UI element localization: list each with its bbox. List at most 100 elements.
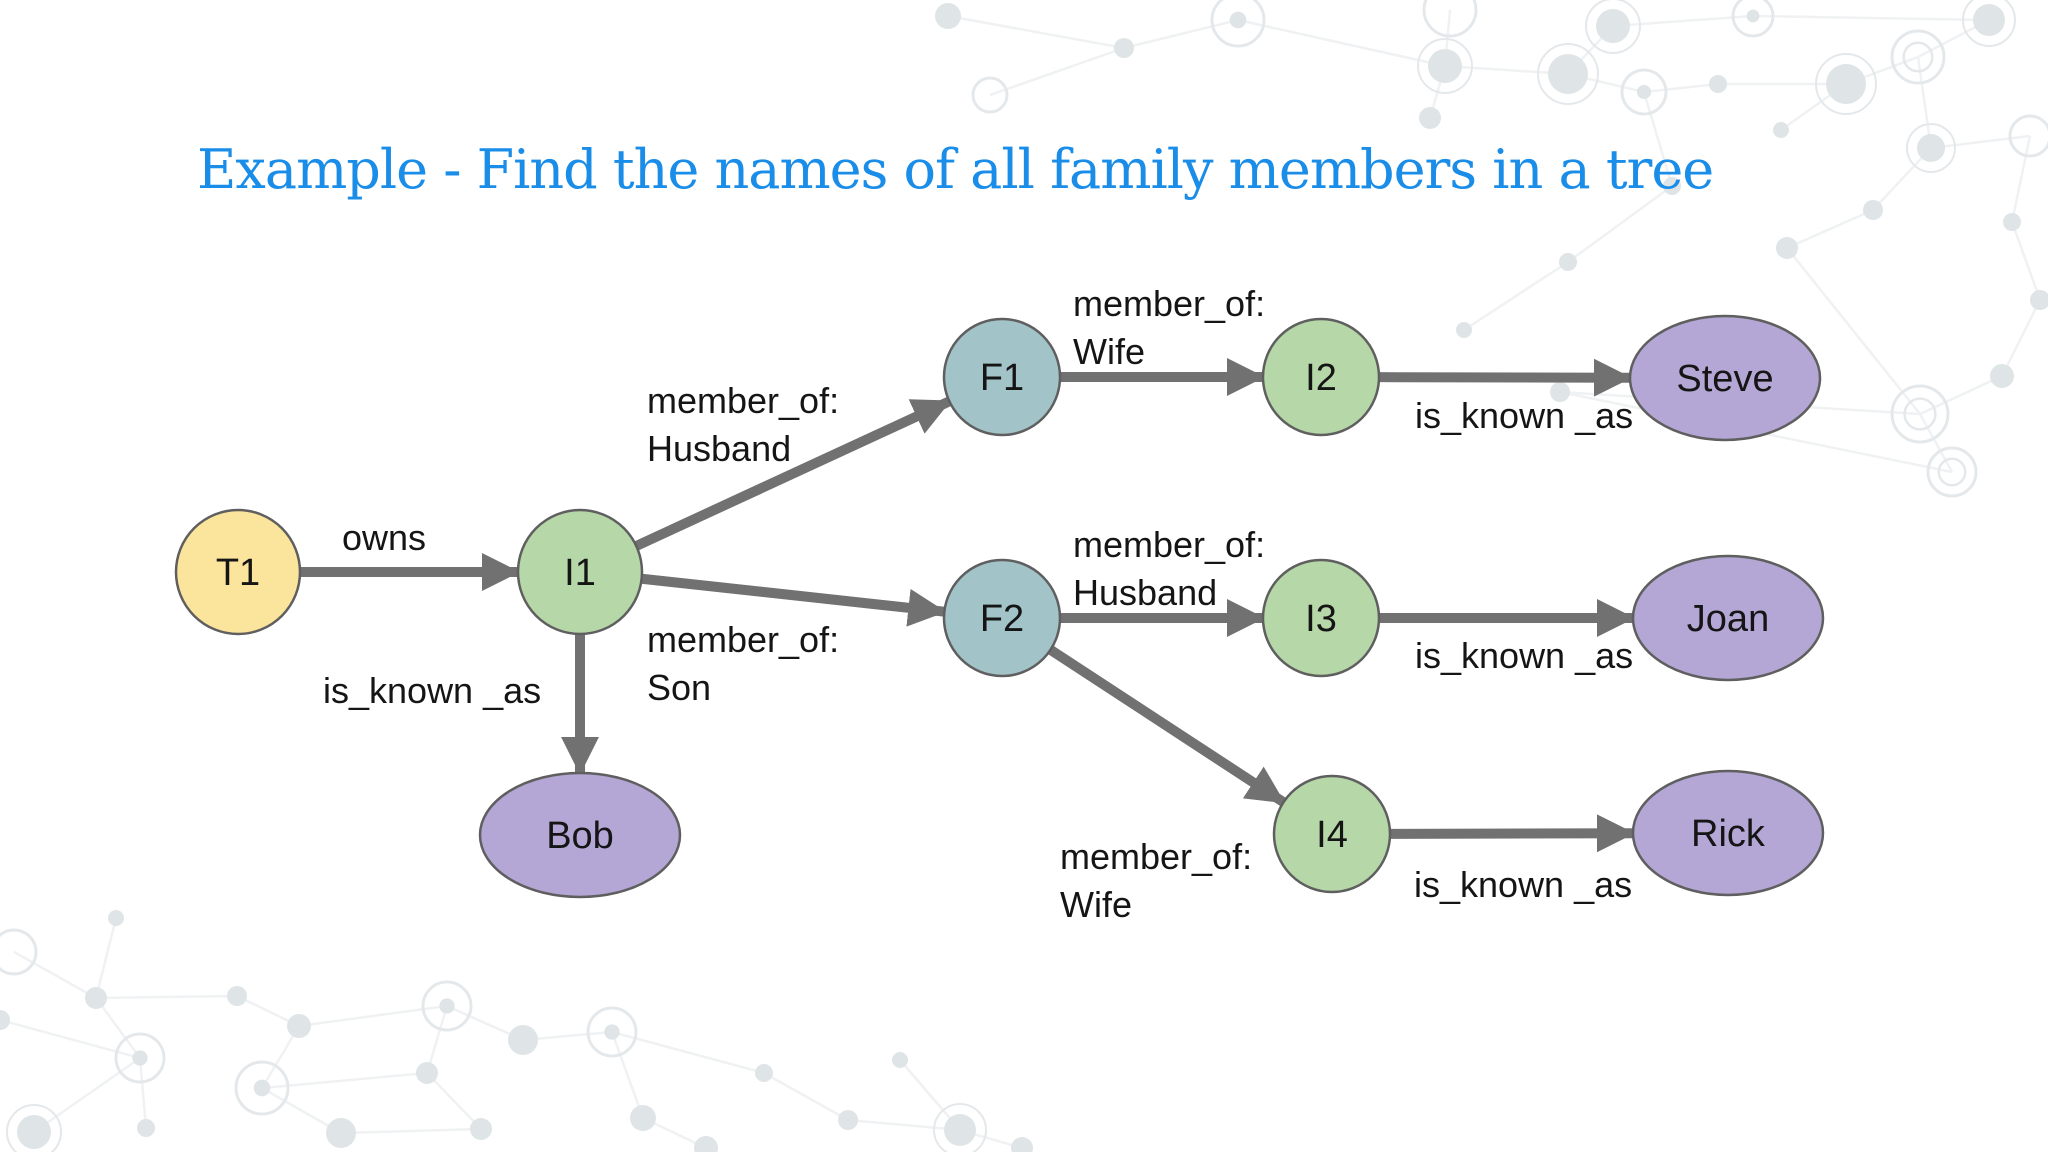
pattern-node-ring [1926,446,1978,498]
pattern-node [1776,237,1798,259]
edge-I4-Rick [1389,814,1635,853]
edge-I1-F2 [641,573,947,627]
pattern-node-halo [933,1103,987,1152]
node-I4 [1272,774,1392,894]
pattern-node [1550,382,1570,402]
pattern-link [95,994,238,1000]
pattern-node [838,1110,858,1130]
node-I1 [516,508,644,636]
pattern-node [1863,200,1883,220]
pattern-node [1559,253,1577,271]
pattern-link [1612,14,1754,28]
pattern-node-ring [0,928,38,976]
pattern-node [326,1118,356,1148]
edge-label-line: is_known _as [1415,395,1633,436]
edge-label-I4-Rick: is_known _as [1414,864,1632,905]
pattern-node-ring [1937,457,1967,487]
edge-label-I3-Joan: is_known _as [1415,635,1633,676]
pattern-link [763,1071,849,1122]
pattern-link [2000,299,2042,377]
pattern-node [137,1119,155,1137]
edge-label-I1-F1: member_of:Husband [647,380,839,469]
pattern-node [416,1062,438,1084]
pattern-node [287,1014,311,1038]
pattern-node-ring [1620,68,1668,116]
pattern-link [1643,82,1719,94]
pattern-node [439,998,455,1014]
node-Joan [1631,554,1825,682]
pattern-node-ring [2008,114,2048,158]
node-label-I4: I4 [1316,814,1348,856]
edge-label-I1-Bob: is_known _as [323,670,541,711]
pattern-node [508,1025,538,1055]
edge-label-line: Wife [1073,331,1145,372]
pattern-node-ring [586,1006,638,1058]
pattern-link [610,1031,645,1119]
pattern-node [1548,54,1588,94]
node-label-I3: I3 [1305,598,1337,640]
pattern-link [1918,413,1954,473]
pattern-link [847,1118,961,1132]
pattern-node [1709,75,1727,93]
edge-label-I2-Steve: is_known _as [1415,395,1633,436]
pattern-node-halo [1537,43,1599,105]
pattern-link [13,950,97,1000]
pattern-node-ring [971,76,1009,114]
edge-label-line: is_known _as [1414,864,1632,905]
node-Bob [478,771,682,899]
edges-layer [300,358,1635,853]
pattern-node-halo [1815,53,1877,115]
pattern-link [1930,134,2031,150]
pattern-top-right [935,0,2048,498]
edge-label-line: owns [342,517,426,558]
pattern-link [1463,260,1569,332]
pattern-bottom-left [0,910,1033,1152]
pattern-link [611,1030,765,1075]
pattern-link [989,46,1125,97]
node-F2 [942,558,1062,678]
pattern-link [340,1127,482,1135]
node-label-Bob: Bob [546,815,614,857]
pattern-node-ring [1731,0,1775,38]
edge-label-line: member_of: [647,619,839,660]
pattern-node [935,3,961,29]
pattern-link [2010,135,2032,223]
pattern-node-halo [6,1104,62,1152]
pattern-node-ring [1903,397,1937,431]
edge-label-line: member_of: [1073,283,1265,324]
pattern-node [227,986,247,1006]
pattern-link [260,1025,301,1089]
edge-label-F2-I3: member_of:Husband [1073,524,1265,613]
pattern-node [1973,4,2005,36]
pattern-node [755,1064,773,1082]
edge-I2-Steve [1378,358,1632,397]
edge-label-I1-F2: member_of: Son [647,619,839,708]
pattern-link [1786,247,1921,415]
pattern-node-ring [1902,41,1934,73]
edge-label-line: Husband [1073,572,1217,613]
pattern-node [1917,134,1945,162]
edge-label-line: is_known _as [1415,635,1633,676]
pattern-link [94,997,142,1059]
pattern-node-ring [1890,29,1946,85]
pattern-node [2003,213,2021,231]
edge-label-line: Son [647,667,711,708]
pattern-node [2030,290,2048,310]
pattern-node [253,1079,271,1097]
pattern-node [1114,38,1134,58]
pattern-node-halo [1906,123,1956,173]
pattern-link [33,1056,141,1134]
edge-label-F1-I2: member_of: Wife [1073,283,1265,372]
edge-I1-F1 [634,396,952,551]
pattern-node [17,1115,51,1149]
pattern-node [0,1010,10,1030]
pattern-link [94,917,118,999]
node-Rick [1631,769,1825,897]
pattern-node-halo [1585,0,1641,54]
edge-F2-I4 [1047,645,1287,807]
pattern-link [261,1071,428,1090]
edge-label-line: is_known _as [323,670,541,711]
pattern-node [1456,322,1472,338]
pattern-link [138,1057,148,1129]
